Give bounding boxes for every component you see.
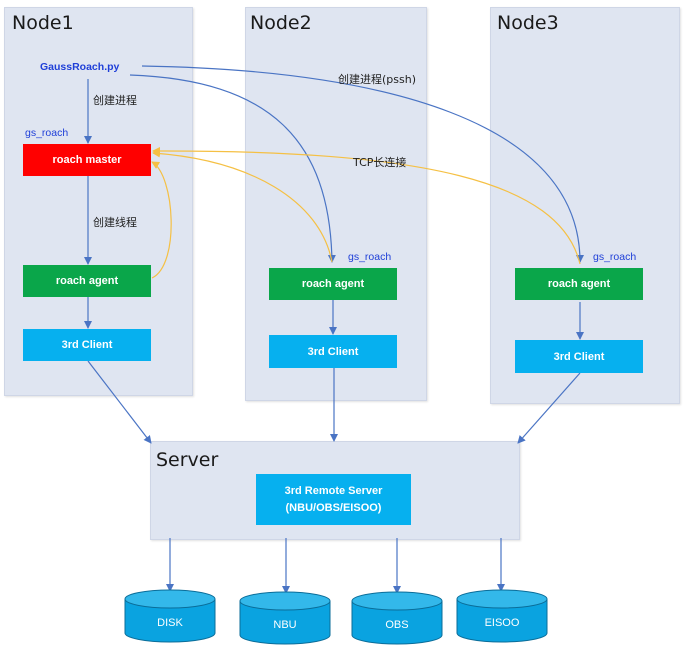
remote-server-title: 3rd Remote Server	[284, 484, 383, 497]
remote-server-box: 3rd Remote Server (NBU/OBS/EISOO)	[256, 474, 411, 525]
roach-master-box: roach master	[23, 144, 151, 176]
gs-roach-label-node2: gs_roach	[348, 251, 392, 263]
client-box-node2: 3rd Client	[269, 335, 397, 368]
storage-label-eisoo: EISOO	[484, 617, 520, 629]
create-process-pssh-label: 创建进程(pssh)	[338, 73, 416, 86]
storage-label-nbu: NBU	[273, 619, 297, 631]
client-box-node1: 3rd Client	[23, 329, 151, 361]
client-box-node3: 3rd Client	[515, 340, 643, 373]
arrow-client3-to-server	[517, 372, 581, 444]
arrow-pssh-node2	[129, 74, 336, 263]
tcp-arrow-node2	[152, 149, 333, 263]
storage-label-obs: OBS	[385, 619, 409, 631]
gs-roach-label-node1: gs_roach	[25, 127, 69, 139]
node3-panel	[490, 7, 680, 404]
create-process-label: 创建进程	[93, 94, 137, 107]
node2-title: Node2	[250, 12, 312, 34]
tcp-arrow-node1	[151, 161, 172, 279]
storage-disk	[124, 589, 216, 643]
roach-agent-box-node2: roach agent	[269, 268, 397, 300]
roach-agent-box-node1: roach agent	[23, 265, 151, 297]
tcp-connection-label: TCP长连接	[353, 156, 407, 169]
storage-eisoo	[456, 589, 548, 643]
roach-agent-box-node3: roach agent	[515, 268, 643, 300]
storage-label-disk: DISK	[157, 617, 183, 629]
create-thread-label: 创建线程	[93, 216, 137, 229]
node3-title: Node3	[497, 12, 559, 34]
tcp-arrow-node3	[152, 146, 581, 265]
remote-server-types: (NBU/OBS/EISOO)	[285, 501, 382, 514]
arrow-client1-to-server	[87, 360, 152, 444]
server-title: Server	[156, 449, 219, 471]
gs-roach-label-node3: gs_roach	[593, 251, 637, 263]
script-label: GaussRoach.py	[40, 61, 120, 73]
arrow-pssh-node3	[141, 65, 584, 263]
storage-obs	[351, 591, 443, 645]
storage-nbu	[239, 591, 331, 645]
node1-title: Node1	[12, 12, 74, 34]
